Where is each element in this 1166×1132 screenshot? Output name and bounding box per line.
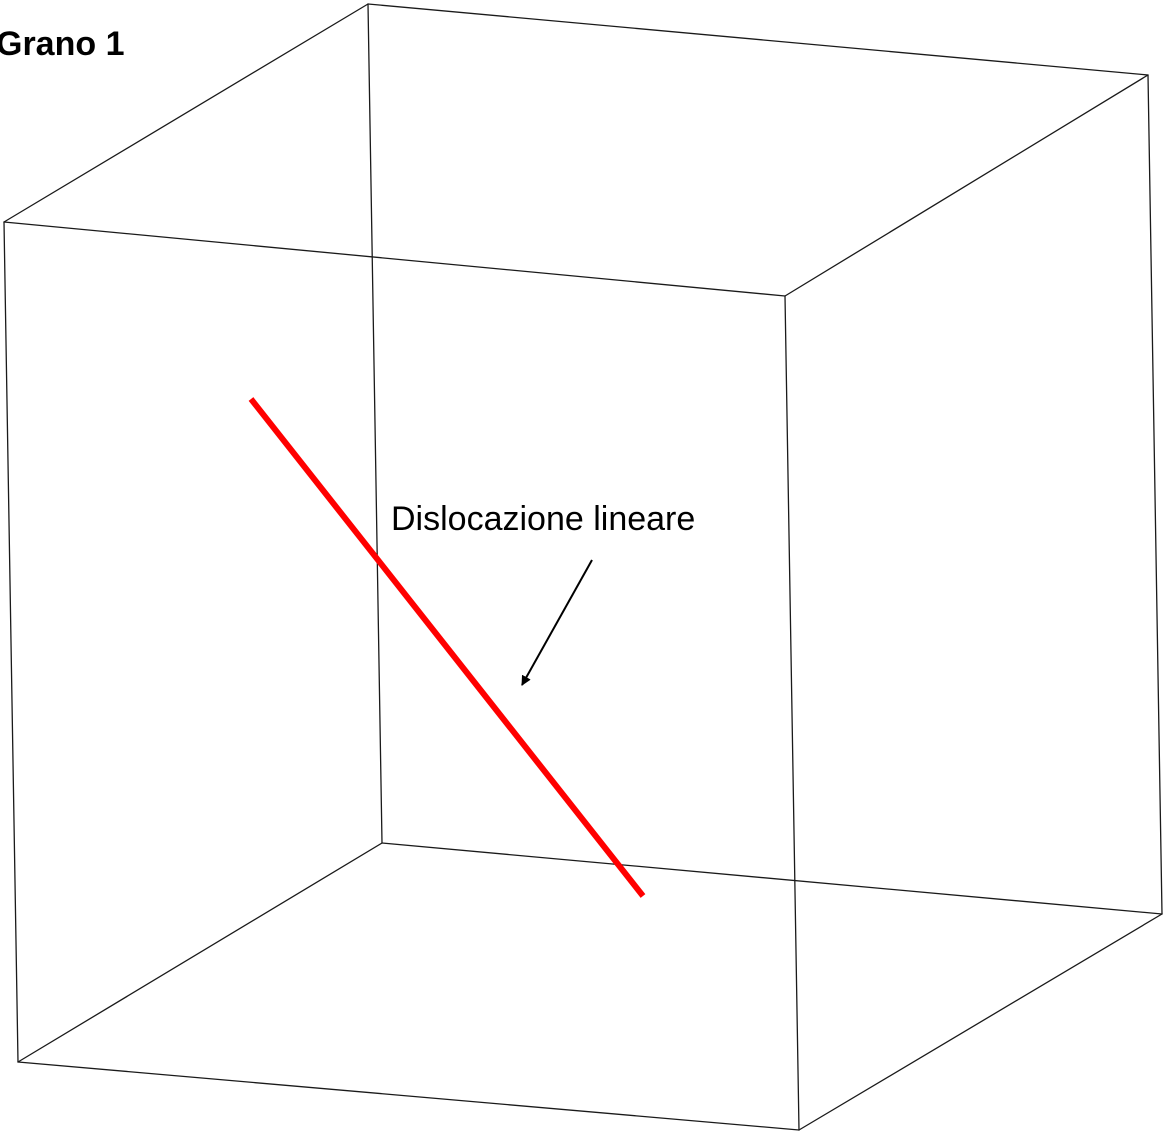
grain-cube — [3, 3, 1163, 1131]
cube-edge-bottom-front — [17, 1061, 800, 1131]
diagram-title: Grano 1 — [0, 25, 124, 63]
cube-edge-bottom-right — [798, 913, 1163, 1131]
cube-edge-bottom-back — [381, 842, 1163, 915]
cube-edge-vertical-back-right — [1147, 74, 1163, 915]
dislocation-line — [248, 397, 646, 898]
cube-edge-top-back — [367, 3, 1149, 76]
cube-edge-vertical-front-left — [3, 221, 19, 1063]
cube-edge-vertical-back-left — [367, 3, 383, 844]
annotation-arrow — [521, 559, 593, 686]
cube-edge-bottom-left — [17, 842, 383, 1063]
cube-edge-top-left — [3, 3, 369, 223]
dislocation-label: Dislocazione lineare — [391, 500, 695, 538]
cube-edge-top-right — [784, 74, 1149, 297]
cube-edge-top-front — [3, 221, 786, 297]
cube-edge-vertical-front-right — [784, 295, 800, 1131]
